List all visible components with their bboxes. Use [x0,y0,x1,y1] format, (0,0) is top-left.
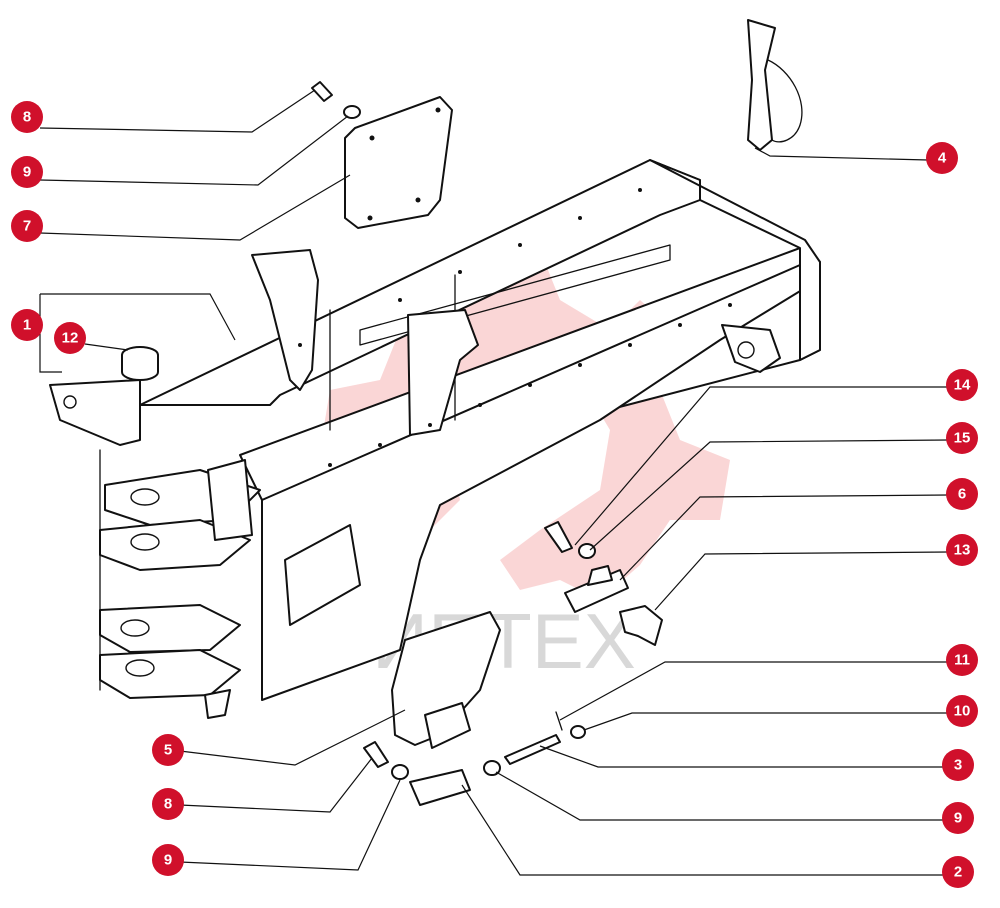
hitch-plate-hole [130,488,160,506]
part-nut-15 [578,543,596,559]
frame-rear-end-plate [649,159,821,361]
hitch-plate [99,649,241,699]
callout-3: 3 [942,749,974,781]
svg-text:4: 4 [938,150,947,167]
part-washer-10 [570,725,586,739]
callout-9: 9 [942,802,974,834]
hitch-plate-hole [120,619,150,637]
frame-cross-member [359,244,671,346]
part-split-pin [555,711,563,731]
frame-upright [251,249,319,391]
front-bracket [49,379,141,446]
leader-line-8b [179,757,373,813]
callout-9: 9 [152,844,184,876]
svg-text:11: 11 [954,652,970,669]
leader-line-1 [40,293,236,341]
main-frame-assembly [49,159,821,719]
svg-text:5: 5 [164,742,172,759]
leader-line-9a [39,115,349,186]
svg-text:1: 1 [23,317,31,334]
part-wing-knob [619,605,663,646]
bottom-tab [204,689,231,719]
leader-line-6 [619,494,949,581]
part-lynch-pin [747,19,776,151]
svg-text:8: 8 [23,109,31,126]
part-latch-hook [587,565,613,586]
leader-line-14 [574,386,948,546]
leader-line-11 [559,661,948,721]
svg-text:9: 9 [954,810,962,827]
callout-10: 10 [946,695,978,727]
part-long-pin [504,734,561,765]
callout-6: 6 [946,478,978,510]
part-washer-lower [391,764,409,780]
callout-7: 7 [11,210,43,242]
vertical-bracket [207,459,253,541]
part-bolt-14 [544,521,573,553]
svg-text:9: 9 [23,164,31,181]
svg-text:14: 14 [954,377,971,394]
leader-line-13 [654,551,949,611]
callout-1: 1 [11,309,43,341]
leader-line-9c [179,779,401,871]
leader-line-12 [84,343,129,351]
hitch-plate-hole [130,533,160,551]
leader-line-15 [589,439,949,551]
part-clevis [409,769,471,806]
part-cap-body [121,354,159,381]
svg-text:15: 15 [954,430,971,447]
svg-text:12: 12 [62,330,79,347]
leader-line-9b [495,771,948,821]
hitch-plate-hole [125,659,155,677]
loose-parts [121,19,803,806]
leader-lines [39,89,949,876]
callout-8: 8 [152,788,184,820]
part-bolt-top [311,81,333,102]
part-bolt-lower [363,741,389,768]
part-handle-clip [424,702,471,749]
leader-line-10 [583,712,948,731]
callout-11: 11 [946,644,978,676]
leader-line-2 [461,784,948,876]
part-pin-chain [767,59,803,143]
svg-text:13: 13 [954,542,971,559]
svg-text:10: 10 [954,703,971,720]
leader-line-4 [754,147,929,161]
frame-rear-lug-hole [737,341,755,359]
callout-14: 14 [946,369,978,401]
svg-text:3: 3 [954,757,962,774]
leader-line-5 [179,709,406,766]
leader-line-8a [39,89,316,133]
callout-15: 15 [946,422,978,454]
callout-4: 4 [926,142,958,174]
svg-text:8: 8 [164,796,172,813]
frame-window-cutout [284,524,361,626]
callout-8: 8 [11,101,43,133]
callout-13: 13 [946,534,978,566]
svg-text:7: 7 [23,218,31,235]
leader-line-7 [39,174,351,241]
callout-2: 2 [942,856,974,888]
part-cover-plate [344,96,453,229]
frame-upright [407,309,479,436]
callout-5: 5 [152,734,184,766]
callout-9: 9 [11,156,43,188]
svg-text:6: 6 [958,486,966,503]
part-washer-right [483,760,501,776]
svg-text:2: 2 [954,864,962,881]
callout-12: 12 [54,322,86,354]
leader-line-3 [539,745,948,768]
front-bracket-hole [63,395,77,409]
svg-text:9: 9 [164,852,172,869]
part-washer-top [343,105,361,119]
callouts: 8 9 7 1 12 4 14 15 6 13 11 10 3 9 2 5 8 … [11,101,978,888]
frame-rivets [298,188,732,467]
